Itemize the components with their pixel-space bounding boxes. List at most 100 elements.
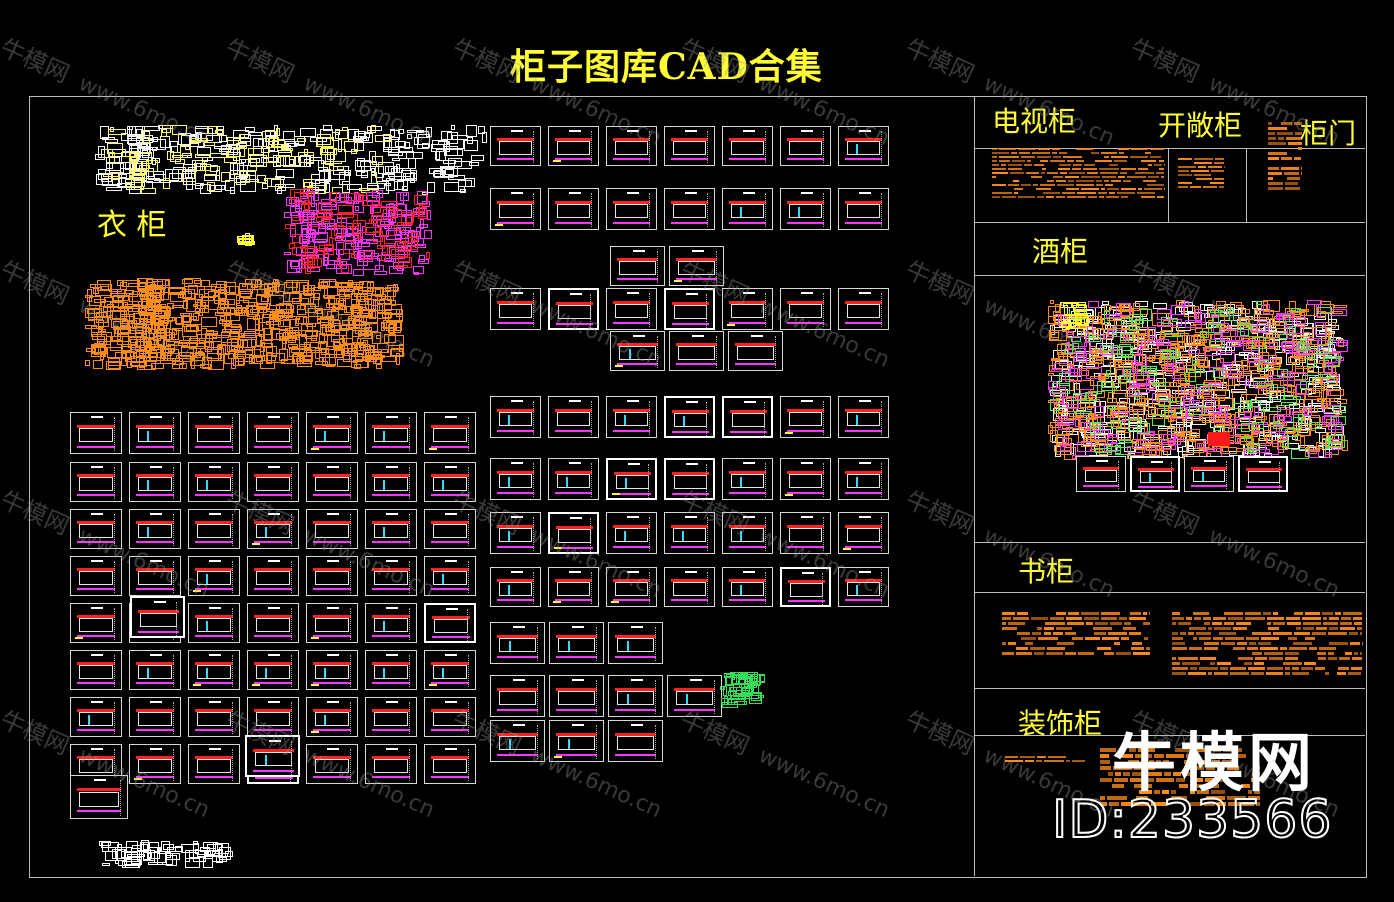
drawing-sheet bbox=[365, 650, 417, 690]
divider-display-label bbox=[974, 735, 1365, 736]
drawing-sheet bbox=[548, 512, 599, 554]
drawing-sheet bbox=[424, 509, 476, 549]
drawing-sheet bbox=[664, 458, 715, 500]
drawing-sheet bbox=[247, 556, 299, 596]
drawing-sheet bbox=[130, 596, 185, 638]
drawing-sheet bbox=[780, 126, 831, 166]
drawing-sheet bbox=[667, 675, 722, 717]
detail-block bbox=[1268, 122, 1302, 190]
drawing-sheet bbox=[490, 567, 541, 607]
drawing-sheet bbox=[306, 556, 358, 596]
drawing-sheet bbox=[247, 650, 299, 690]
detail-block bbox=[282, 188, 432, 276]
drawing-sheet bbox=[490, 720, 545, 762]
drawing-sheet bbox=[424, 412, 476, 454]
drawing-sheet bbox=[664, 567, 715, 607]
drawing-sheet bbox=[548, 126, 599, 166]
detail-block bbox=[992, 148, 1164, 200]
detail-block bbox=[718, 672, 768, 708]
drawing-sheet bbox=[129, 412, 181, 454]
drawing-sheet bbox=[722, 126, 773, 166]
drawing-sheet bbox=[70, 556, 122, 596]
drawing-sheet bbox=[129, 697, 181, 737]
section-label-display-cabinet: 装饰柜 bbox=[1018, 707, 1103, 740]
drawing-sheet bbox=[129, 650, 181, 690]
right-panel-divider bbox=[974, 96, 975, 876]
drawing-sheet bbox=[1130, 456, 1180, 492]
drawing-sheet bbox=[548, 396, 599, 438]
drawing-sheet bbox=[365, 603, 417, 643]
drawing-sheet bbox=[70, 462, 122, 502]
drawing-sheet bbox=[306, 697, 358, 737]
drawing-sheet bbox=[780, 188, 831, 230]
section-label-cabinet-door: 柜门 bbox=[1300, 117, 1357, 150]
drawing-sheet bbox=[608, 720, 663, 762]
drawing-sheet bbox=[722, 512, 773, 554]
model-id: ID:233566 bbox=[1051, 789, 1333, 851]
drawing-sheet bbox=[365, 744, 417, 784]
drawing-sheet bbox=[838, 396, 889, 438]
detail-block bbox=[1100, 748, 1260, 808]
drawing-sheet bbox=[722, 458, 773, 500]
drawing-sheet bbox=[1184, 456, 1234, 492]
divider-display-top bbox=[974, 688, 1365, 689]
drawing-sheet bbox=[669, 246, 724, 286]
divider-bookcase-label bbox=[974, 592, 1365, 593]
drawing-sheet bbox=[424, 744, 476, 784]
drawing-sheet bbox=[548, 567, 599, 607]
drawing-sheet bbox=[424, 603, 476, 643]
drawing-sheet bbox=[490, 512, 541, 554]
drawing-sheet bbox=[70, 775, 128, 819]
drawing-sheet bbox=[188, 412, 240, 454]
section-label-bookcase: 书柜 bbox=[1018, 555, 1075, 588]
drawing-sheet bbox=[780, 288, 831, 330]
divider-bookcase-top bbox=[974, 542, 1365, 543]
drawing-sheet bbox=[838, 567, 889, 607]
detail-block bbox=[1002, 612, 1150, 655]
drawing-sheet bbox=[549, 622, 604, 664]
drawing-sheet bbox=[606, 567, 657, 607]
drawing-sheet bbox=[188, 603, 240, 643]
drawing-sheet bbox=[306, 509, 358, 549]
drawing-sheet bbox=[247, 412, 299, 454]
drawing-sheet bbox=[490, 396, 541, 438]
drawing-sheet bbox=[424, 650, 476, 690]
drawing-sheet bbox=[664, 126, 715, 166]
drawing-sheet bbox=[247, 603, 299, 643]
drawing-sheet bbox=[306, 603, 358, 643]
detail-block bbox=[95, 125, 395, 195]
drawing-sheet bbox=[606, 396, 657, 438]
drawing-sheet bbox=[610, 331, 665, 371]
drawing-sheet bbox=[365, 509, 417, 549]
drawing-sheet bbox=[129, 744, 181, 784]
drawing-sheet bbox=[780, 458, 831, 500]
drawing-sheet bbox=[188, 744, 240, 784]
drawing-sheet bbox=[188, 509, 240, 549]
drawing-sheet bbox=[424, 462, 476, 502]
detail-block bbox=[237, 233, 255, 247]
drawing-sheet bbox=[188, 650, 240, 690]
detail-block bbox=[1060, 300, 1090, 330]
drawing-sheet bbox=[70, 603, 122, 643]
drawing-sheet bbox=[306, 412, 358, 454]
drawing-sheet bbox=[780, 567, 831, 607]
drawing-sheet bbox=[664, 396, 715, 438]
drawing-sheet bbox=[549, 720, 604, 762]
drawing-sheet bbox=[606, 512, 657, 554]
drawing-sheet bbox=[70, 697, 122, 737]
drawing-sheet bbox=[247, 462, 299, 502]
section-label-open-cabinet: 开敞柜 bbox=[1158, 109, 1243, 142]
drawing-sheet bbox=[722, 288, 773, 330]
divider-tv-open bbox=[1168, 148, 1169, 222]
drawing-sheet bbox=[606, 458, 657, 500]
drawing-sheet bbox=[245, 735, 300, 777]
detail-block bbox=[84, 278, 404, 370]
drawing-sheet bbox=[838, 188, 889, 230]
drawing-sheet bbox=[549, 675, 604, 717]
drawing-sheet bbox=[490, 675, 545, 717]
drawing-sheet bbox=[424, 697, 476, 737]
drawing-sheet bbox=[365, 462, 417, 502]
drawing-sheet bbox=[610, 246, 665, 286]
